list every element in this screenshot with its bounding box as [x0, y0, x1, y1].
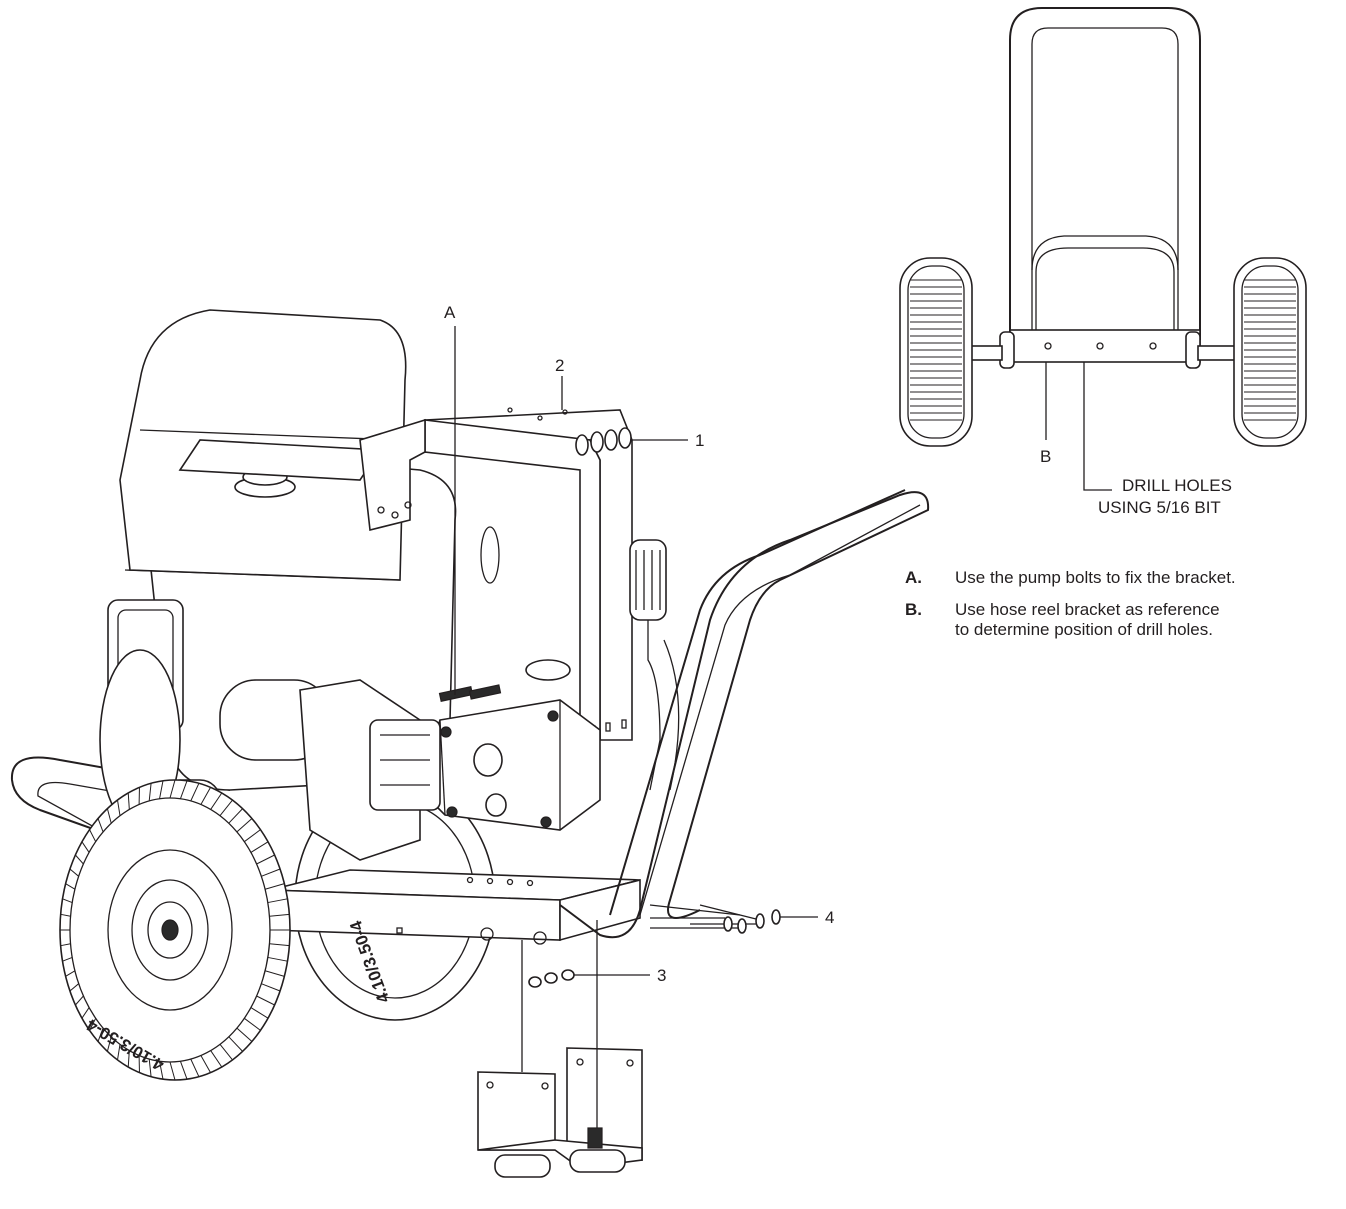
note-b-key: B.: [905, 600, 922, 619]
pump: [369, 539, 680, 831]
callout-1: 1: [695, 431, 704, 450]
callout-4: 4: [825, 908, 834, 927]
drill-note-line1: DRILL HOLES: [1122, 476, 1232, 495]
cart-base: [269, 869, 641, 945]
note-a-text: Use the pump bolts to fix the bracket.: [955, 568, 1236, 587]
callout-2: 2: [555, 356, 564, 375]
front-wheel: 4.10/3.50-4: [59, 779, 291, 1081]
note-a-key: A.: [905, 568, 922, 587]
engine: [99, 309, 457, 861]
cart-front-view: [899, 7, 1307, 447]
note-b-line2: to determine position of drill holes.: [955, 620, 1213, 639]
drill-note-line2: USING 5/16 BIT: [1098, 498, 1221, 517]
callout-b: B: [1040, 447, 1051, 466]
note-b-line1: Use hose reel bracket as reference: [955, 600, 1220, 619]
carriage-bolts: [650, 909, 781, 934]
callout-a: A: [444, 303, 456, 322]
callout-3: 3: [657, 966, 666, 985]
note-a: A. Use the pump bolts to fix the bracket.: [905, 568, 1236, 588]
pressure-washer-assembly: 4.10/3.50-4 4.10/3.50-4: [10, 309, 930, 1178]
hex-nuts: [528, 969, 575, 988]
leader-drill: [1083, 362, 1112, 491]
hose-reel-bracket: [477, 920, 643, 1178]
cart-handle: [559, 489, 930, 939]
